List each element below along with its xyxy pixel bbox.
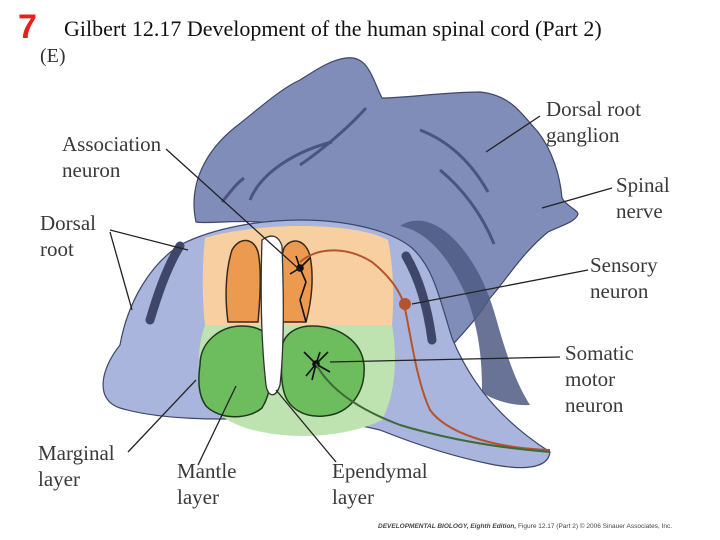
label-line: neuron <box>62 158 121 182</box>
sensory-neuron-body <box>399 298 411 310</box>
label-line: motor <box>565 367 616 391</box>
label-line: Somatic <box>565 341 634 365</box>
label-line: ganglion <box>546 123 620 147</box>
credit-rest: Figure 12.17 (Part 2) © 2006 Sinauer Ass… <box>516 523 673 530</box>
ganglion-fold <box>419 128 490 193</box>
label-ependymal-layer: Ependymal layer <box>332 458 428 510</box>
dorsal-horn-left <box>225 239 262 323</box>
credit-book: DEVELOPMENTAL BIOLOGY, Eighth Edition, <box>378 523 517 530</box>
label-dorsal-root-ganglion: Dorsal root ganglion <box>546 96 641 148</box>
label-line: neuron <box>565 393 624 417</box>
panel-label: (E) <box>40 45 66 67</box>
label-marginal-layer: Marginal layer <box>38 440 115 492</box>
label-line: layer <box>38 467 80 491</box>
leader-lines <box>109 115 613 466</box>
ganglion-fold <box>299 106 368 167</box>
label-dorsal-root: Dorsal root <box>40 210 96 262</box>
label-line: layer <box>177 485 219 509</box>
central-canal <box>260 235 284 396</box>
dorsal-root-stub <box>401 251 437 345</box>
slide-number: 7 <box>18 8 37 46</box>
label-line: neuron <box>590 279 649 303</box>
sensory-neuron-axon <box>299 249 551 451</box>
label-line: Mantle <box>177 459 237 483</box>
label-somatic-motor-neuron: Somatic motor neuron <box>565 340 634 418</box>
label-sensory-neuron: Sensory neuron <box>590 252 658 304</box>
label-line: Ependymal <box>332 459 428 483</box>
ganglion-fold <box>248 140 333 201</box>
label-line: Sensory <box>590 253 658 277</box>
dorsal-root-stub <box>145 241 185 325</box>
ventral-horn-left <box>198 325 273 418</box>
label-line: root <box>40 237 74 261</box>
label-line: Dorsal root <box>546 97 642 121</box>
label-line: Marginal <box>38 441 115 465</box>
label-line: Dorsal <box>40 211 96 235</box>
label-line: Association <box>62 132 162 156</box>
ganglion-fold <box>220 176 245 203</box>
motor-axon <box>315 363 551 453</box>
ganglion-fold <box>439 168 496 245</box>
label-mantle-layer: Mantle layer <box>177 458 236 510</box>
figure-credit: DEVELOPMENTAL BIOLOGY, Eighth Edition, F… <box>378 523 673 531</box>
slide-title: Gilbert 12.17 Development of the human s… <box>64 16 602 41</box>
label-line: Spinal <box>616 173 670 197</box>
dorsal-horn-right <box>278 240 313 323</box>
label-line: layer <box>332 485 374 509</box>
label-spinal-nerve: Spinal nerve <box>616 172 670 224</box>
label-association-neuron: Association neuron <box>62 131 161 183</box>
ventral-horn-right <box>280 325 365 417</box>
label-line: nerve <box>616 199 663 223</box>
